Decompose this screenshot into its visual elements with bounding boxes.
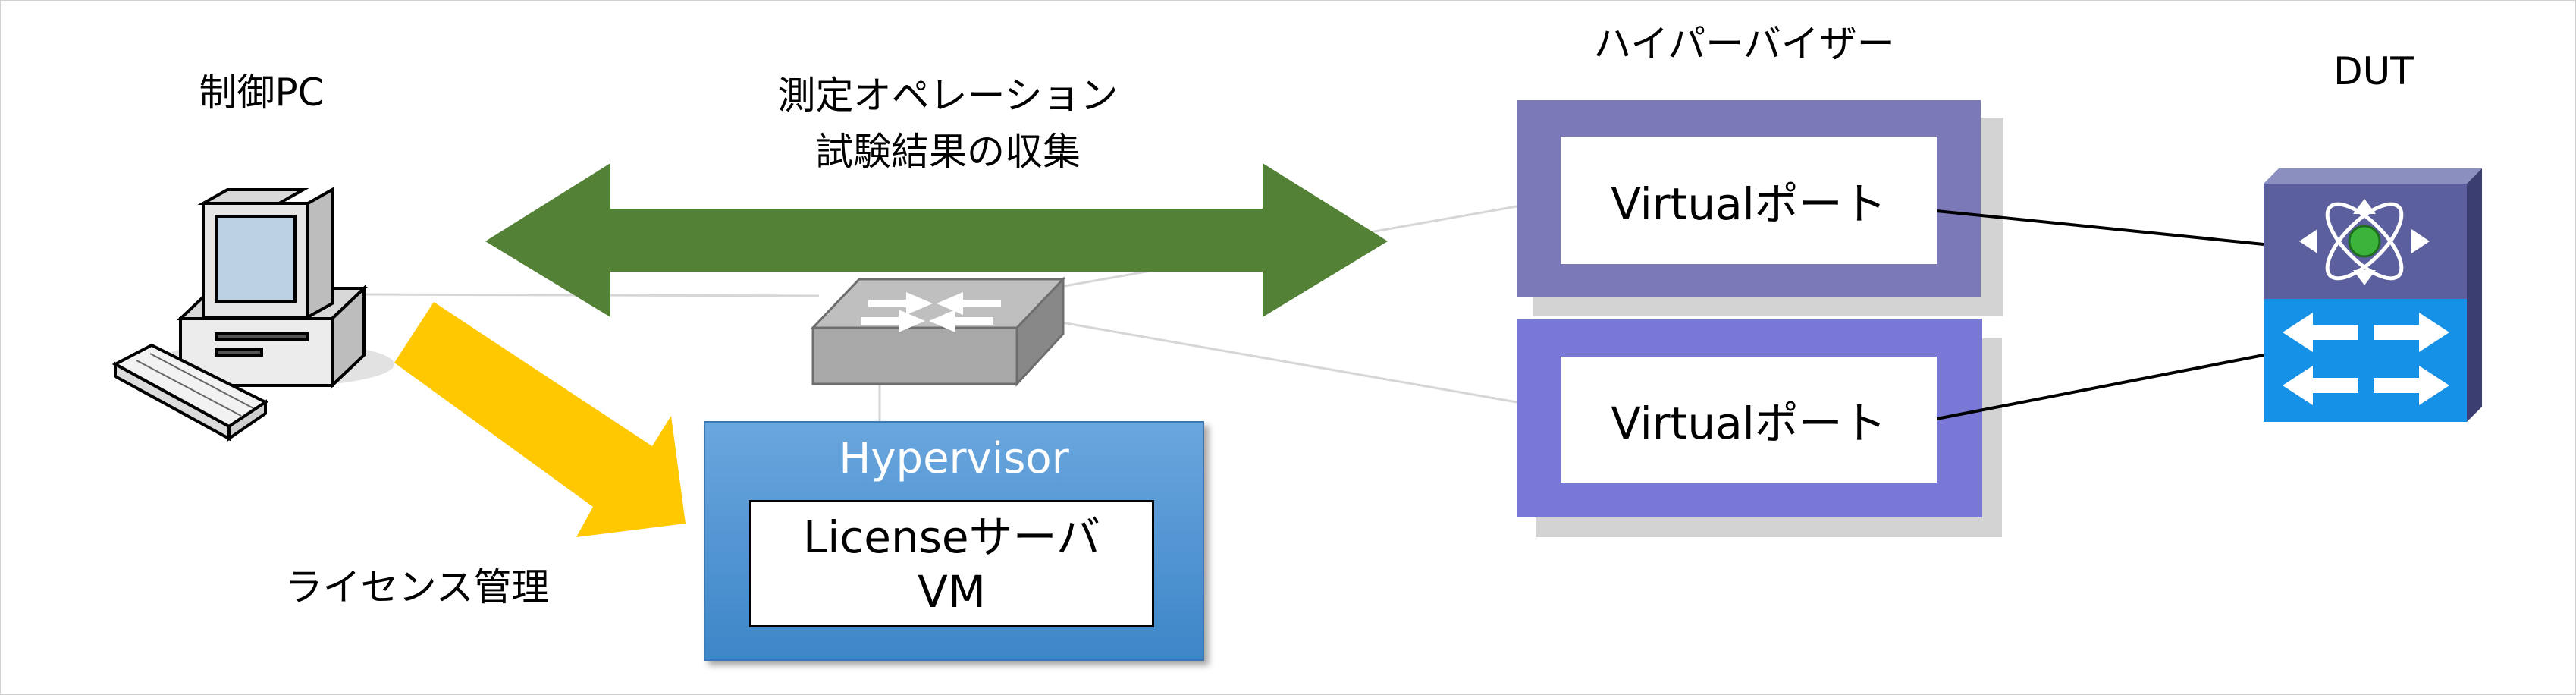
port2-dut-link bbox=[1936, 354, 2264, 420]
license-management-label: ライセンス管理 bbox=[284, 565, 550, 609]
operation-label-line1: 測定オペレーション bbox=[777, 74, 1119, 118]
router-switch-icon bbox=[2264, 168, 2482, 422]
virtual-port-2-label: Virtualポート bbox=[1611, 398, 1887, 449]
hypervisor-block: Hypervisor Licenseサーバ VM bbox=[704, 421, 1204, 661]
license-server-vm: Licenseサーバ VM bbox=[749, 500, 1154, 627]
hypervisor-title: Hypervisor bbox=[839, 434, 1069, 483]
desktop-pc-icon bbox=[111, 187, 394, 442]
license-arrow-icon bbox=[394, 302, 686, 537]
port1-dut-link bbox=[1936, 209, 2264, 246]
operation-label-line2: 試験結果の収集 bbox=[815, 130, 1081, 174]
dut-label: DUT bbox=[2333, 49, 2414, 93]
port-dut-links bbox=[1936, 209, 2264, 420]
virtual-port-1-label: Virtualポート bbox=[1611, 178, 1887, 230]
network-switch-icon bbox=[810, 276, 1066, 387]
virtual-port-1: Virtualポート bbox=[1561, 137, 1937, 264]
hypervisor-group-label: ハイパーバイザー bbox=[1593, 22, 1895, 66]
double-arrow-icon bbox=[485, 163, 1388, 317]
control-pc-label: 制御PC bbox=[199, 71, 325, 115]
vm-label: VM bbox=[918, 566, 986, 618]
license-server-label: Licenseサーバ bbox=[802, 511, 1101, 563]
switch-port2-link bbox=[1061, 321, 1517, 404]
virtual-port-2: Virtualポート bbox=[1561, 357, 1937, 483]
